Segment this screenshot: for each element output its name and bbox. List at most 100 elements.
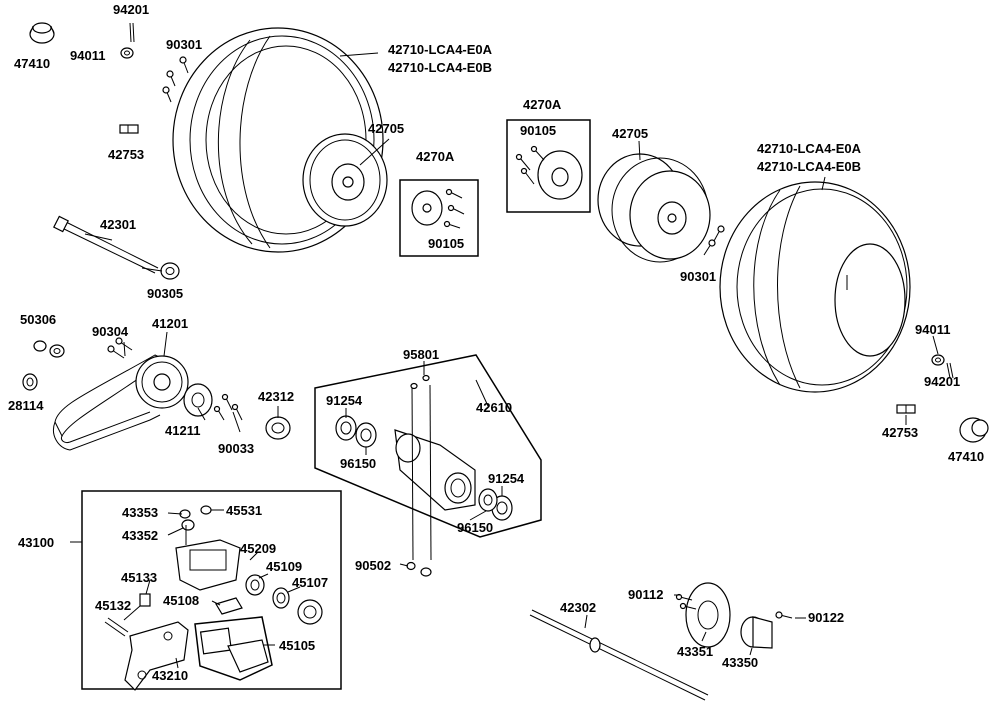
label-90304: 90304 bbox=[92, 324, 129, 339]
valve-42753-left bbox=[119, 124, 139, 134]
bolts-90301-left bbox=[162, 56, 189, 103]
cap-nut-47410-left bbox=[29, 22, 55, 44]
label-42710-right-b: 42710-LCA4-E0B bbox=[757, 159, 861, 174]
hub-4270A-left bbox=[399, 179, 479, 257]
label-90105-left: 90105 bbox=[428, 236, 464, 251]
label-47410-top: 47410 bbox=[14, 56, 50, 71]
nut-90305 bbox=[160, 262, 180, 280]
label-90301-right: 90301 bbox=[680, 269, 716, 284]
pin-45132 bbox=[104, 617, 129, 637]
bracket-43210 bbox=[124, 621, 189, 691]
label-90112: 90112 bbox=[628, 587, 663, 602]
bolts-95801 bbox=[410, 374, 432, 561]
axle-housing-42610 bbox=[394, 429, 476, 511]
label-4270A-left: 4270A bbox=[416, 149, 455, 164]
label-41201: 41201 bbox=[152, 316, 188, 331]
label-45107: 45107 bbox=[292, 575, 328, 590]
brake-disc-43351 bbox=[685, 582, 731, 648]
bolts-90301-right bbox=[703, 225, 725, 256]
bearing-91254-left bbox=[335, 415, 357, 441]
label-91254-left: 91254 bbox=[326, 393, 363, 408]
piston-45107 bbox=[297, 599, 323, 625]
axle-bolt-42301 bbox=[53, 215, 159, 274]
tire-right bbox=[719, 181, 911, 393]
label-45209: 45209 bbox=[240, 541, 276, 556]
pin-94201-left bbox=[129, 22, 135, 43]
label-43351: 43351 bbox=[677, 644, 713, 659]
label-42302: 42302 bbox=[560, 600, 596, 615]
bolts-43353-43352 bbox=[179, 509, 195, 545]
axle-housing-box-42610 bbox=[314, 354, 542, 538]
label-42705-right: 42705 bbox=[612, 126, 648, 141]
label-43352: 43352 bbox=[122, 528, 158, 543]
rim-right-42705 bbox=[597, 153, 711, 263]
label-96150-left: 96150 bbox=[340, 456, 376, 471]
seal-45109 bbox=[245, 574, 265, 596]
cap-nut-47410-right bbox=[959, 417, 989, 443]
label-42312: 42312 bbox=[258, 389, 294, 404]
sprocket-41201 bbox=[135, 355, 189, 409]
caliper-45209 bbox=[175, 539, 241, 591]
label-42753-right: 42753 bbox=[882, 425, 918, 440]
label-95801: 95801 bbox=[403, 347, 439, 362]
bearing-96150-left bbox=[355, 422, 377, 448]
label-50306: 50306 bbox=[20, 312, 56, 327]
clip-45108 bbox=[215, 597, 243, 615]
label-94201-right: 94201 bbox=[924, 374, 960, 389]
seal-42312 bbox=[265, 416, 291, 440]
label-43210: 43210 bbox=[152, 668, 188, 683]
label-91254-right: 91254 bbox=[488, 471, 525, 486]
label-43100: 43100 bbox=[18, 535, 54, 550]
label-45109: 45109 bbox=[266, 559, 302, 574]
leader-lines bbox=[84, 52, 939, 669]
label-90033: 90033 bbox=[218, 441, 254, 456]
bolts-90112 bbox=[675, 593, 697, 610]
nut-94011-right bbox=[931, 354, 945, 366]
label-96150-right: 96150 bbox=[457, 520, 493, 535]
hub-4270A-right bbox=[506, 119, 591, 213]
bolts-90304 bbox=[107, 337, 133, 359]
label-42705-left: 42705 bbox=[368, 121, 404, 136]
label-42610: 42610 bbox=[476, 400, 512, 415]
label-43350: 43350 bbox=[722, 655, 758, 670]
hub-41211 bbox=[183, 383, 213, 417]
label-94011-right: 94011 bbox=[915, 322, 950, 337]
label-94201-top: 94201 bbox=[113, 2, 149, 17]
bolt-90122 bbox=[775, 611, 793, 619]
label-42710-top-a: 42710-LCA4-E0A bbox=[388, 42, 493, 57]
rear-axle-42302 bbox=[529, 609, 709, 701]
label-94011-top: 94011 bbox=[70, 48, 105, 63]
rim-left-42705 bbox=[302, 133, 388, 227]
label-4270A-right: 4270A bbox=[523, 97, 562, 112]
seal-45107 bbox=[272, 587, 290, 609]
label-42301: 42301 bbox=[100, 217, 136, 232]
hub-43350 bbox=[740, 616, 773, 649]
label-45132: 45132 bbox=[95, 598, 131, 613]
label-90105-right: 90105 bbox=[520, 123, 556, 138]
label-47410-right: 47410 bbox=[948, 449, 984, 464]
nut-94011-left bbox=[120, 47, 134, 59]
label-45133: 45133 bbox=[121, 570, 157, 585]
label-90122: 90122 bbox=[808, 610, 844, 625]
label-45105: 45105 bbox=[279, 638, 315, 653]
valve-42753-right bbox=[896, 404, 916, 414]
label-43353: 43353 bbox=[122, 505, 158, 520]
pin-94201-right bbox=[946, 362, 954, 379]
label-90301-top: 90301 bbox=[166, 37, 202, 52]
label-45108: 45108 bbox=[163, 593, 199, 608]
washer-28114 bbox=[22, 373, 38, 391]
label-28114: 28114 bbox=[8, 398, 44, 413]
nuts-90502 bbox=[406, 561, 432, 577]
label-41211: 41211 bbox=[165, 423, 200, 438]
bearing-96150-right bbox=[478, 488, 498, 512]
label-42710-top-b: 42710-LCA4-E0B bbox=[388, 60, 492, 75]
pads-box-45105 bbox=[194, 616, 273, 681]
spring-45133 bbox=[139, 593, 151, 607]
label-42753-top: 42753 bbox=[108, 147, 144, 162]
label-42710-right-a: 42710-LCA4-E0A bbox=[757, 141, 862, 156]
label-90305: 90305 bbox=[147, 286, 183, 301]
label-45531: 45531 bbox=[226, 503, 262, 518]
nuts-50306 bbox=[33, 340, 65, 358]
brake-assembly-box-43100 bbox=[70, 490, 342, 690]
